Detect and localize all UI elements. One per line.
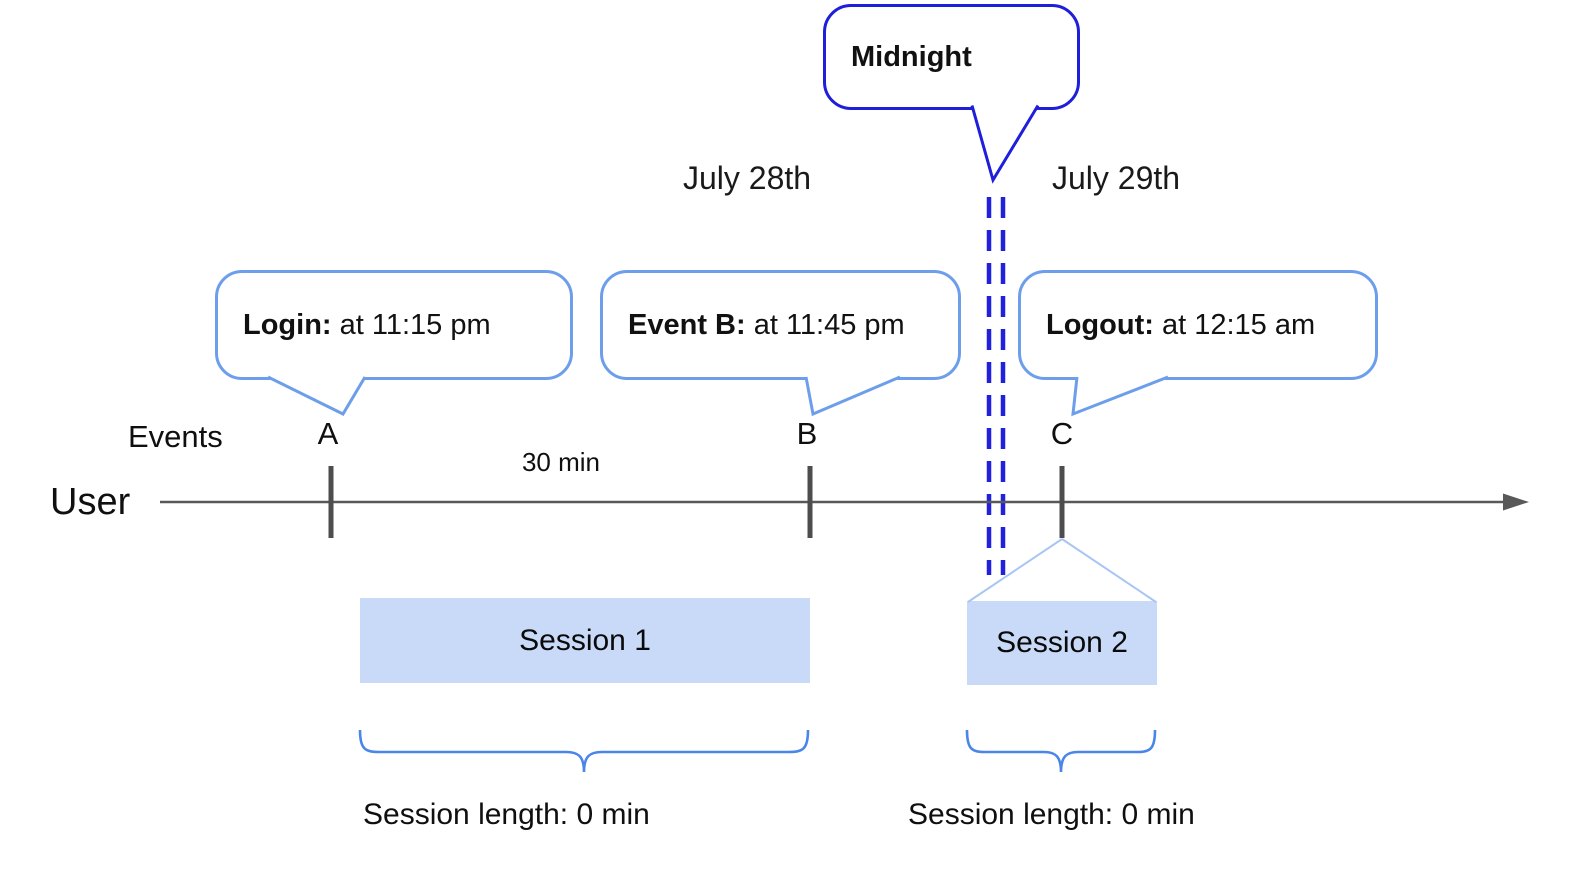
event-b-callout-tail — [804, 375, 901, 417]
event-b-callout: Event B: at 11:45 pm — [600, 270, 961, 380]
logout-callout-detail: at 12:15 am — [1153, 308, 1316, 341]
timeline-arrowhead-icon — [1503, 493, 1529, 511]
session-2-length-label: Session length: 0 min — [908, 798, 1195, 831]
session-2-brace — [965, 729, 1157, 773]
events-row-label: Events — [128, 419, 223, 454]
logout-callout: Logout: at 12:15 am — [1018, 270, 1378, 380]
midnight-callout-tail — [970, 104, 1040, 184]
session-2-block: Session 2 — [967, 601, 1157, 685]
session-1-length-label: Session length: 0 min — [363, 798, 650, 831]
login-callout-title: Login: — [243, 308, 332, 341]
event-marker-a: A — [317, 416, 339, 451]
logout-callout-tail — [1071, 375, 1169, 417]
login-callout: Login: at 11:15 pm — [215, 270, 573, 380]
session-2-label: Session 2 — [996, 626, 1128, 659]
session-2-fan-line-left — [967, 538, 1063, 603]
logout-callout-title: Logout: — [1046, 308, 1154, 341]
login-callout-tail — [267, 375, 367, 416]
login-callout-detail: at 11:15 pm — [331, 308, 491, 341]
event-marker-b: B — [796, 416, 818, 451]
midnight-callout-label: Midnight — [851, 40, 972, 73]
interval-label-30-min: 30 min — [521, 447, 601, 477]
user-axis-label: User — [50, 481, 131, 523]
event-marker-c: C — [1050, 416, 1074, 451]
date-label-july-29: July 29th — [1052, 160, 1181, 196]
date-label-july-28: July 28th — [683, 160, 812, 196]
session-1-block: Session 1 — [360, 598, 810, 683]
event-b-callout-title: Event B: — [628, 308, 746, 341]
session-1-label: Session 1 — [519, 623, 651, 657]
session-1-brace — [358, 729, 810, 773]
midnight-callout: Midnight — [823, 4, 1080, 110]
event-b-callout-detail: at 11:45 pm — [745, 308, 905, 341]
session-2-fan-line-right — [1061, 538, 1157, 603]
